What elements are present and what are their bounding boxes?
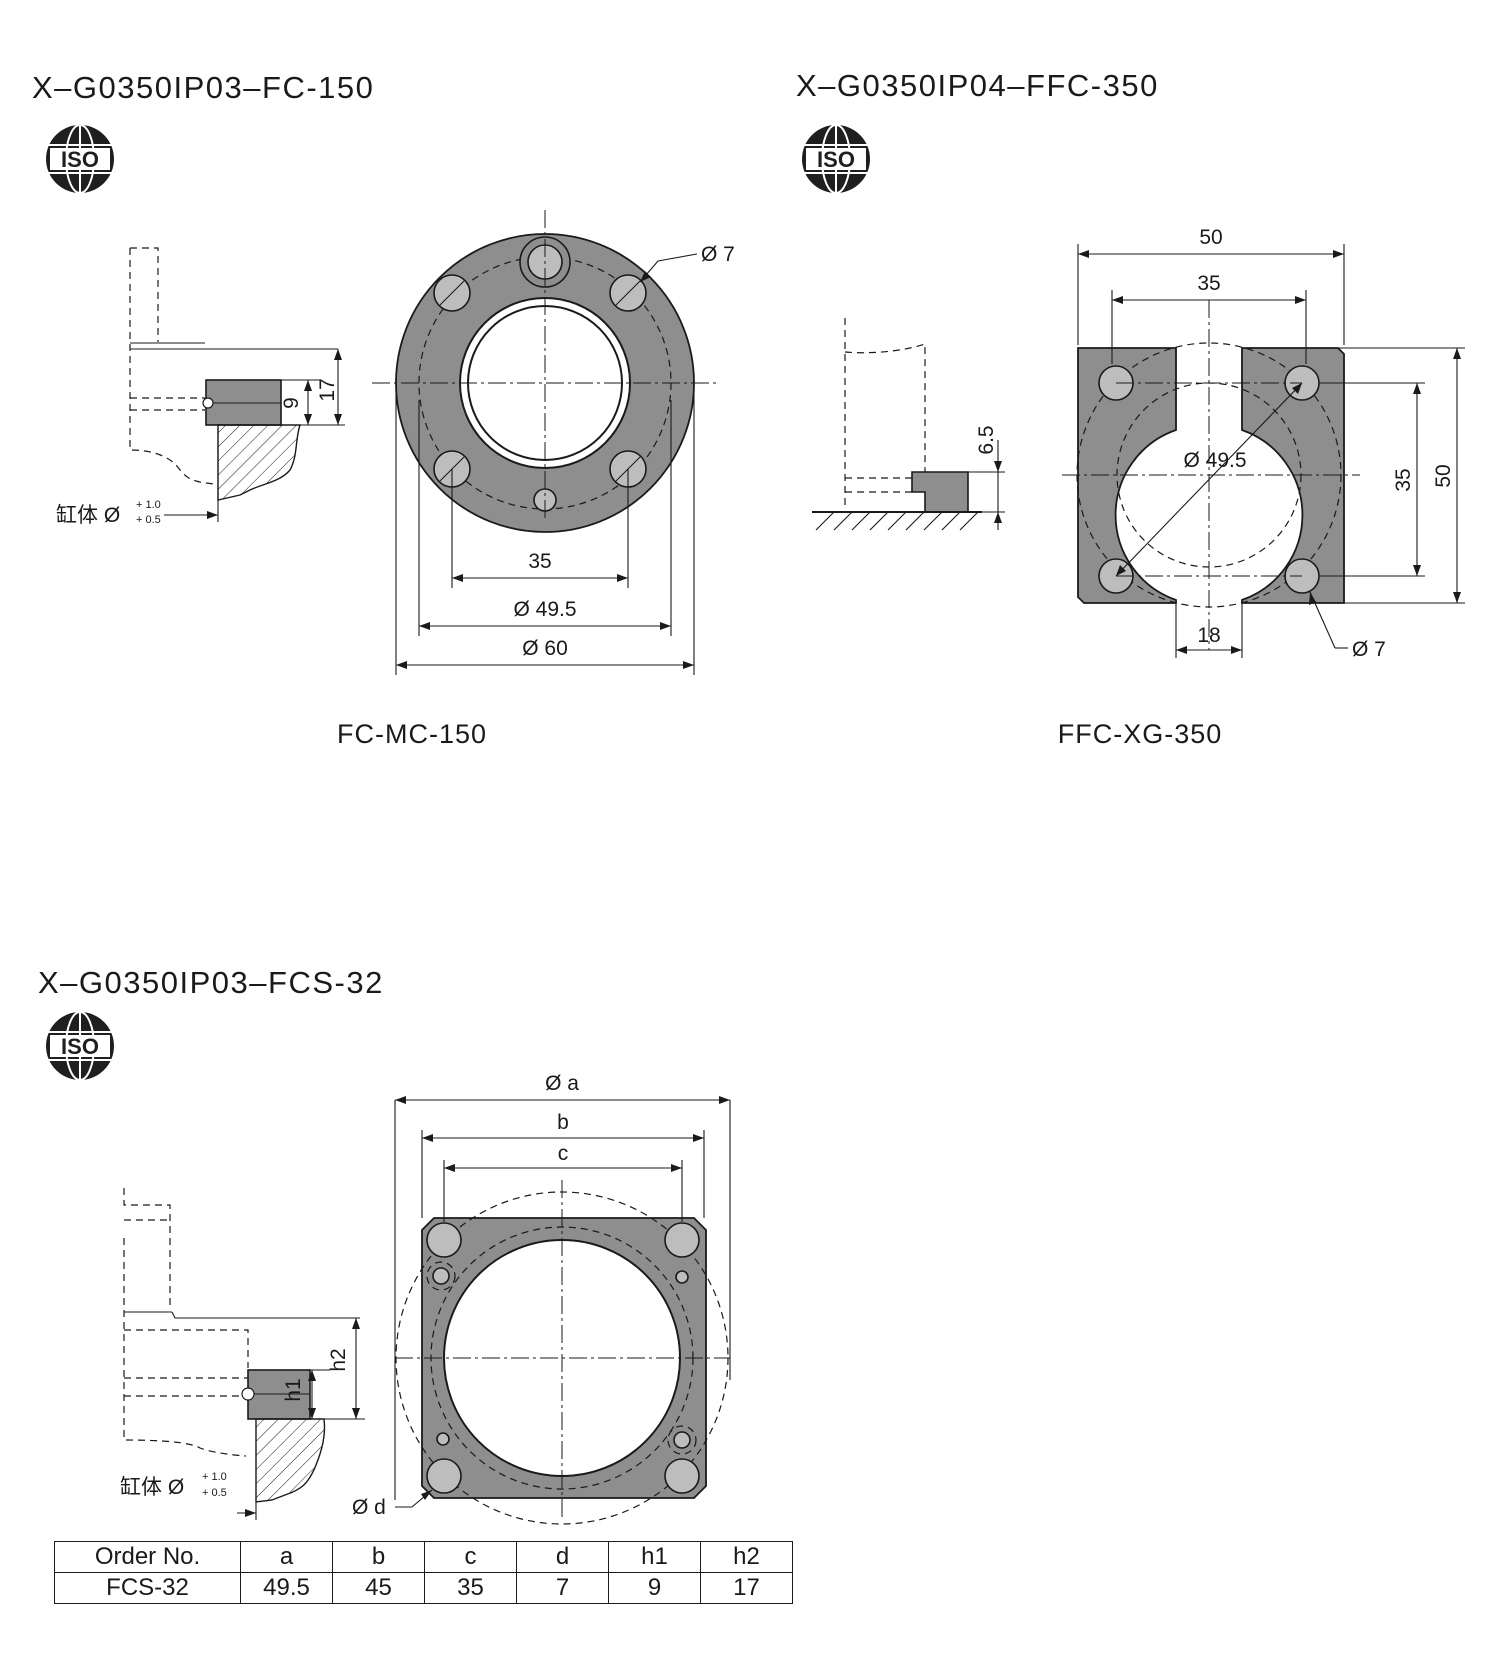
figure1-dim-outer: Ø 60 — [522, 637, 568, 660]
order-table: Order No. a b c d h1 h2 FCS-32 49.5 45 3… — [54, 1541, 793, 1604]
table-header-cell: d — [516, 1541, 609, 1573]
figure2-dim-height-outer: 50 — [1432, 464, 1455, 487]
iso-logo-2: ISO — [801, 124, 871, 194]
iso-logo-1: ISO — [45, 124, 115, 194]
figure2-front-view: Ø 49.5 50 35 35 50 18 Ø 7 — [1062, 226, 1465, 661]
figure2-hole-label: Ø 7 — [1352, 638, 1386, 661]
figure2-dim-pcd: Ø 49.5 — [1183, 449, 1246, 472]
iso-logo-3: ISO — [45, 1011, 115, 1081]
figure2-caption: FFC-XG-350 — [1058, 719, 1223, 749]
figure2-dim-width-outer: 50 — [1199, 226, 1222, 249]
figure1-dim-pcd: Ø 49.5 — [513, 598, 576, 621]
figure2-dim-height-inner: 35 — [1392, 468, 1415, 491]
table-header-cell: c — [424, 1541, 517, 1573]
figure1-dim-h2: 17 — [316, 378, 339, 401]
figure3-title: X–G0350IP03–FCS-32 — [38, 965, 384, 1000]
figure1-bore-label: 缸体 Ø — [56, 504, 120, 527]
figure3-side-view: h2 h1 缸体 Ø + 1.0 + 0.5 — [120, 1188, 365, 1520]
figure1-side-view: 17 9 缸体 Ø + 1.0 + 0.5 — [56, 247, 345, 527]
figure3-dim-c: c — [558, 1142, 569, 1165]
figure2-dim-h: 6.5 — [975, 425, 998, 454]
figure3-dim-h2: h2 — [327, 1348, 350, 1371]
table-header-cell: Order No. — [54, 1541, 241, 1573]
table-cell: 9 — [608, 1572, 701, 1604]
svg-text:+ 0.5: + 0.5 — [202, 1487, 227, 1499]
table-cell: 7 — [516, 1572, 609, 1604]
table-cell: 49.5 — [240, 1572, 333, 1604]
svg-text:ISO: ISO — [61, 1034, 99, 1059]
table-cell: 45 — [332, 1572, 425, 1604]
figure1-title: X–G0350IP03–FC-150 — [32, 70, 374, 105]
figure3-dim-b: b — [557, 1111, 569, 1134]
figure3-bore-label: 缸体 Ø — [120, 1476, 184, 1499]
figure3-hole-label: Ø d — [352, 1496, 386, 1519]
table-row: FCS-32 49.5 45 35 7 9 17 — [54, 1572, 793, 1604]
table-cell: 35 — [424, 1572, 517, 1604]
figure1-dim-h1: 9 — [280, 397, 303, 409]
svg-text:+ 1.0: + 1.0 — [202, 1471, 227, 1483]
figure1-front-view: Ø 7 35 Ø 49.5 Ø 60 — [372, 210, 735, 675]
figure3-dim-a: Ø a — [545, 1072, 579, 1095]
figure3-dim-h1: h1 — [282, 1378, 305, 1401]
figure2-dim-width-inner: 35 — [1197, 272, 1220, 295]
table-header-cell: h1 — [608, 1541, 701, 1573]
table-header-row: Order No. a b c d h1 h2 — [54, 1541, 793, 1573]
svg-text:+ 0.5: + 0.5 — [136, 514, 161, 526]
table-header-cell: a — [240, 1541, 333, 1573]
figure1-dim-inner: 35 — [528, 550, 551, 573]
figure2-title: X–G0350IP04–FFC-350 — [796, 68, 1159, 103]
table-header-cell: h2 — [700, 1541, 793, 1573]
svg-text:+ 1.0: + 1.0 — [136, 499, 161, 511]
svg-text:ISO: ISO — [817, 147, 855, 172]
table-cell: 17 — [700, 1572, 793, 1604]
figure2-side-view: 6.5 — [812, 318, 1005, 531]
figure3-front-view: Ø a b c Ø d — [352, 1072, 731, 1525]
figure1-caption: FC-MC-150 — [337, 719, 487, 749]
table-header-cell: b — [332, 1541, 425, 1573]
figure2-dim-gap: 18 — [1197, 624, 1220, 647]
figure1-hole-label: Ø 7 — [701, 243, 735, 266]
table-cell: FCS-32 — [54, 1572, 241, 1604]
svg-text:ISO: ISO — [61, 147, 99, 172]
